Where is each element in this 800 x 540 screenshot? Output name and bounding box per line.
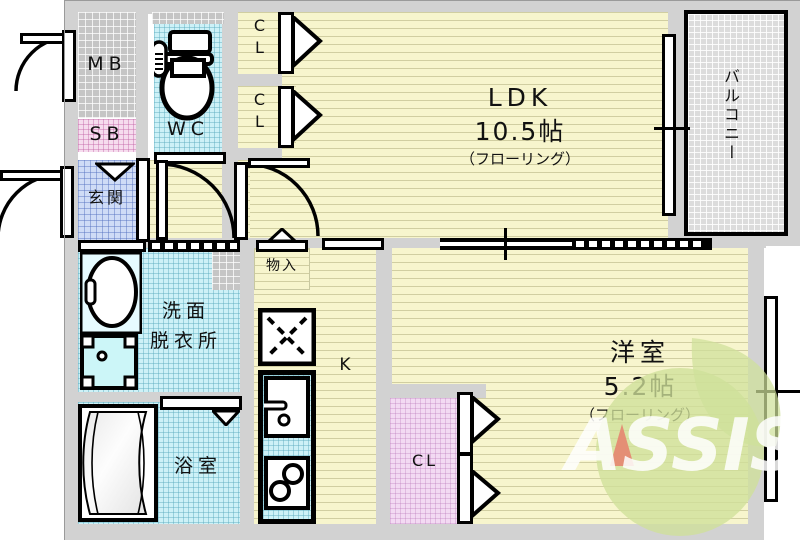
- wall-hairline-left: [64, 0, 65, 540]
- bedroom-closet-door-panel: [457, 392, 473, 524]
- wall-outer-bottom: [64, 524, 764, 540]
- ldk-door-panel: [234, 162, 248, 240]
- washbasin-icon: [80, 252, 142, 334]
- washroom-door-rail: [78, 240, 146, 252]
- wall-washroom-left: [64, 246, 78, 524]
- meter-box-area: [78, 12, 136, 118]
- storage-small-door-fold-icon: [268, 228, 296, 242]
- entrance-inner-door-panel: [136, 158, 150, 242]
- wc-door-panel: [154, 152, 226, 164]
- wall-wc-left: [148, 0, 154, 14]
- bathtub-icon: [78, 404, 158, 522]
- bedroom-closet-fold-upper-icon: [471, 396, 501, 444]
- washroom-corner-gray: [212, 248, 240, 290]
- bedroom-closet-door-split: [457, 452, 473, 456]
- bedroom-closet-fold-lower-icon: [471, 470, 501, 518]
- balcony-door-marker: [654, 127, 690, 130]
- wall-hairline-top: [64, 0, 800, 1]
- wall-closet-bedroom-left: [376, 384, 390, 524]
- bathroom-door-panel: [160, 396, 242, 410]
- toilet-shelf: [152, 12, 224, 24]
- toilet-fixture-icon: [154, 30, 215, 121]
- entrance-step-icon: [95, 162, 135, 182]
- wall-outer-top: [64, 0, 800, 12]
- entrance-door-jamb: [60, 166, 74, 238]
- entrance-door-panel: [0, 170, 68, 181]
- washing-machine-pan-icon: [80, 334, 138, 390]
- closet-upper-door-fold-icon: [292, 16, 323, 68]
- wall-entry-right: [136, 0, 148, 160]
- closet-divider: [238, 74, 282, 86]
- balcony-floor: [684, 10, 788, 236]
- wall-bath-top: [70, 392, 246, 402]
- closet-bottom-edge: [238, 148, 282, 160]
- wall-corridor-top: [78, 238, 766, 248]
- ldk-bedroom-window-mark: [504, 228, 507, 260]
- closet-lower-door-fold-icon: [292, 90, 323, 142]
- mb-door-jamb: [62, 30, 76, 102]
- hall-door-panel: [156, 160, 168, 240]
- storage-small-area: [254, 248, 310, 290]
- kitchen-sink-icon: [264, 376, 310, 438]
- washroom-sliding-door-dashes-icon: [152, 243, 237, 249]
- ldk-door-swing-icon: [245, 162, 320, 237]
- ldk-bedroom-sliding-dashes-icon: [576, 241, 701, 247]
- hall-door-swing-icon: [159, 162, 236, 239]
- wall-washroom-right: [240, 246, 254, 524]
- shoe-box-area: [78, 119, 136, 152]
- bedroom-window-marker: [756, 390, 800, 393]
- bedroom-window: [764, 296, 778, 502]
- balcony-sliding-door: [662, 34, 676, 216]
- bedroom-closet-area: [390, 398, 460, 524]
- ldk-door-head: [248, 158, 310, 168]
- stove-icon: [264, 456, 310, 510]
- bathroom-door-fold-icon: [212, 410, 240, 426]
- wall-k-bedroom: [376, 240, 392, 392]
- kitchen-pass-opening: [322, 238, 384, 250]
- refrigerator-space-icon: [258, 308, 316, 366]
